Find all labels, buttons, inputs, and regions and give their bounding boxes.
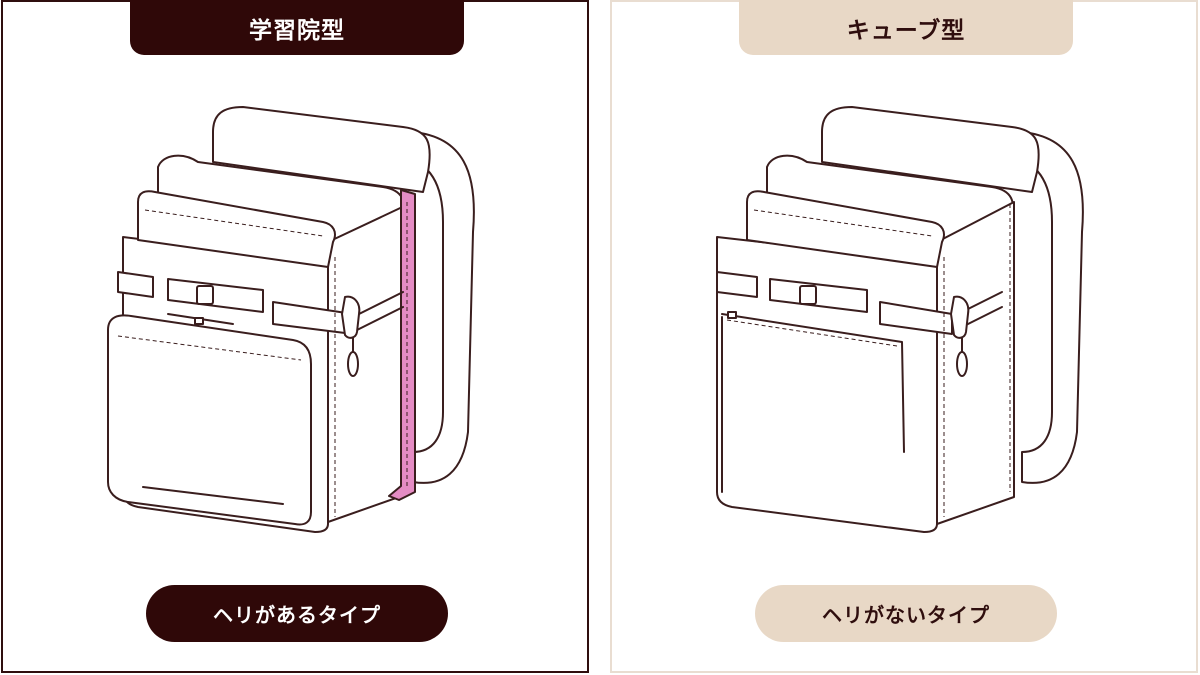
panel-title-tab: 学習院型 bbox=[130, 0, 464, 55]
side-hook bbox=[951, 297, 968, 338]
belt-buckle bbox=[197, 286, 213, 304]
front-pocket bbox=[108, 315, 311, 524]
belt-strap bbox=[717, 272, 757, 297]
type-caption-pill: ヘリがないタイプ bbox=[755, 585, 1057, 642]
belt-buckle bbox=[800, 286, 816, 304]
gakushuin-backpack-illustration bbox=[83, 92, 503, 552]
type-caption: ヘリがあるタイプ bbox=[213, 599, 381, 628]
cube-backpack-illustration bbox=[692, 92, 1112, 552]
cube-type-panel: キューブ型 ヘリがないタ bbox=[610, 0, 1198, 673]
bag-side-panel bbox=[937, 202, 1014, 524]
gakushuin-type-panel: 学習院型 bbox=[1, 0, 589, 673]
side-hook bbox=[342, 297, 359, 338]
type-caption-pill: ヘリがあるタイプ bbox=[146, 585, 448, 642]
belt-strap bbox=[118, 272, 153, 297]
panel-title: キューブ型 bbox=[847, 11, 966, 45]
type-caption: ヘリがないタイプ bbox=[822, 599, 990, 628]
panel-title: 学習院型 bbox=[249, 11, 345, 45]
panel-title-tab: キューブ型 bbox=[739, 0, 1073, 55]
